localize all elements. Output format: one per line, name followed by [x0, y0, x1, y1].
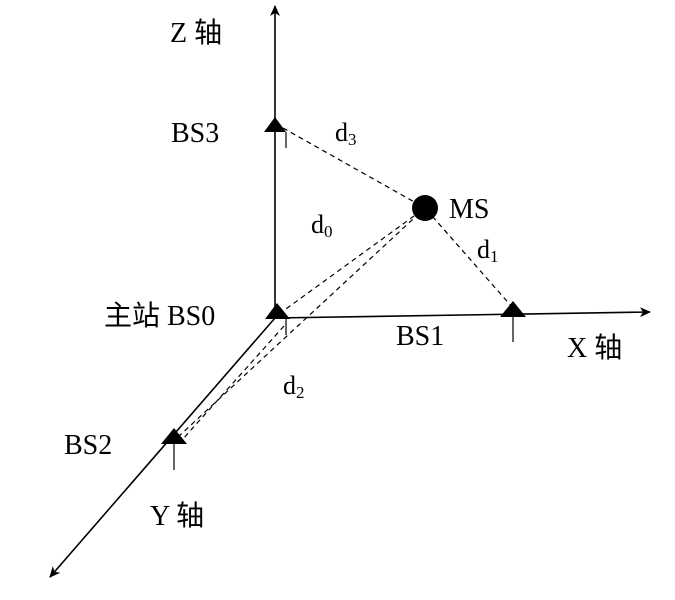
d2-label: d2	[283, 371, 305, 402]
d0-label: d0	[311, 210, 333, 241]
ms-label: MS	[449, 194, 490, 225]
bs2-label: BS2	[64, 430, 113, 461]
d3-line	[282, 127, 426, 209]
y-axis	[49, 317, 276, 578]
d0-return-line	[181, 325, 285, 441]
ms-node	[412, 195, 438, 221]
bs0-marker	[265, 303, 290, 335]
y-axis-label: Y 轴	[150, 501, 205, 532]
d3-label: d3	[335, 118, 357, 149]
d0-line	[278, 207, 426, 315]
bs0-label: 主站 BS0	[104, 301, 216, 332]
d1-line	[424, 207, 514, 309]
bs2-marker	[161, 428, 187, 470]
z-axis-label: Z 轴	[170, 18, 223, 49]
x-axis-label: X 轴	[567, 333, 623, 364]
x-axis	[274, 307, 651, 319]
bs3-marker	[264, 117, 287, 148]
bs1-label: BS1	[396, 321, 445, 352]
d1-label: d1	[477, 235, 499, 266]
d2-line	[177, 207, 426, 438]
bs3-label: BS3	[171, 118, 220, 149]
bs1-marker	[500, 301, 526, 342]
